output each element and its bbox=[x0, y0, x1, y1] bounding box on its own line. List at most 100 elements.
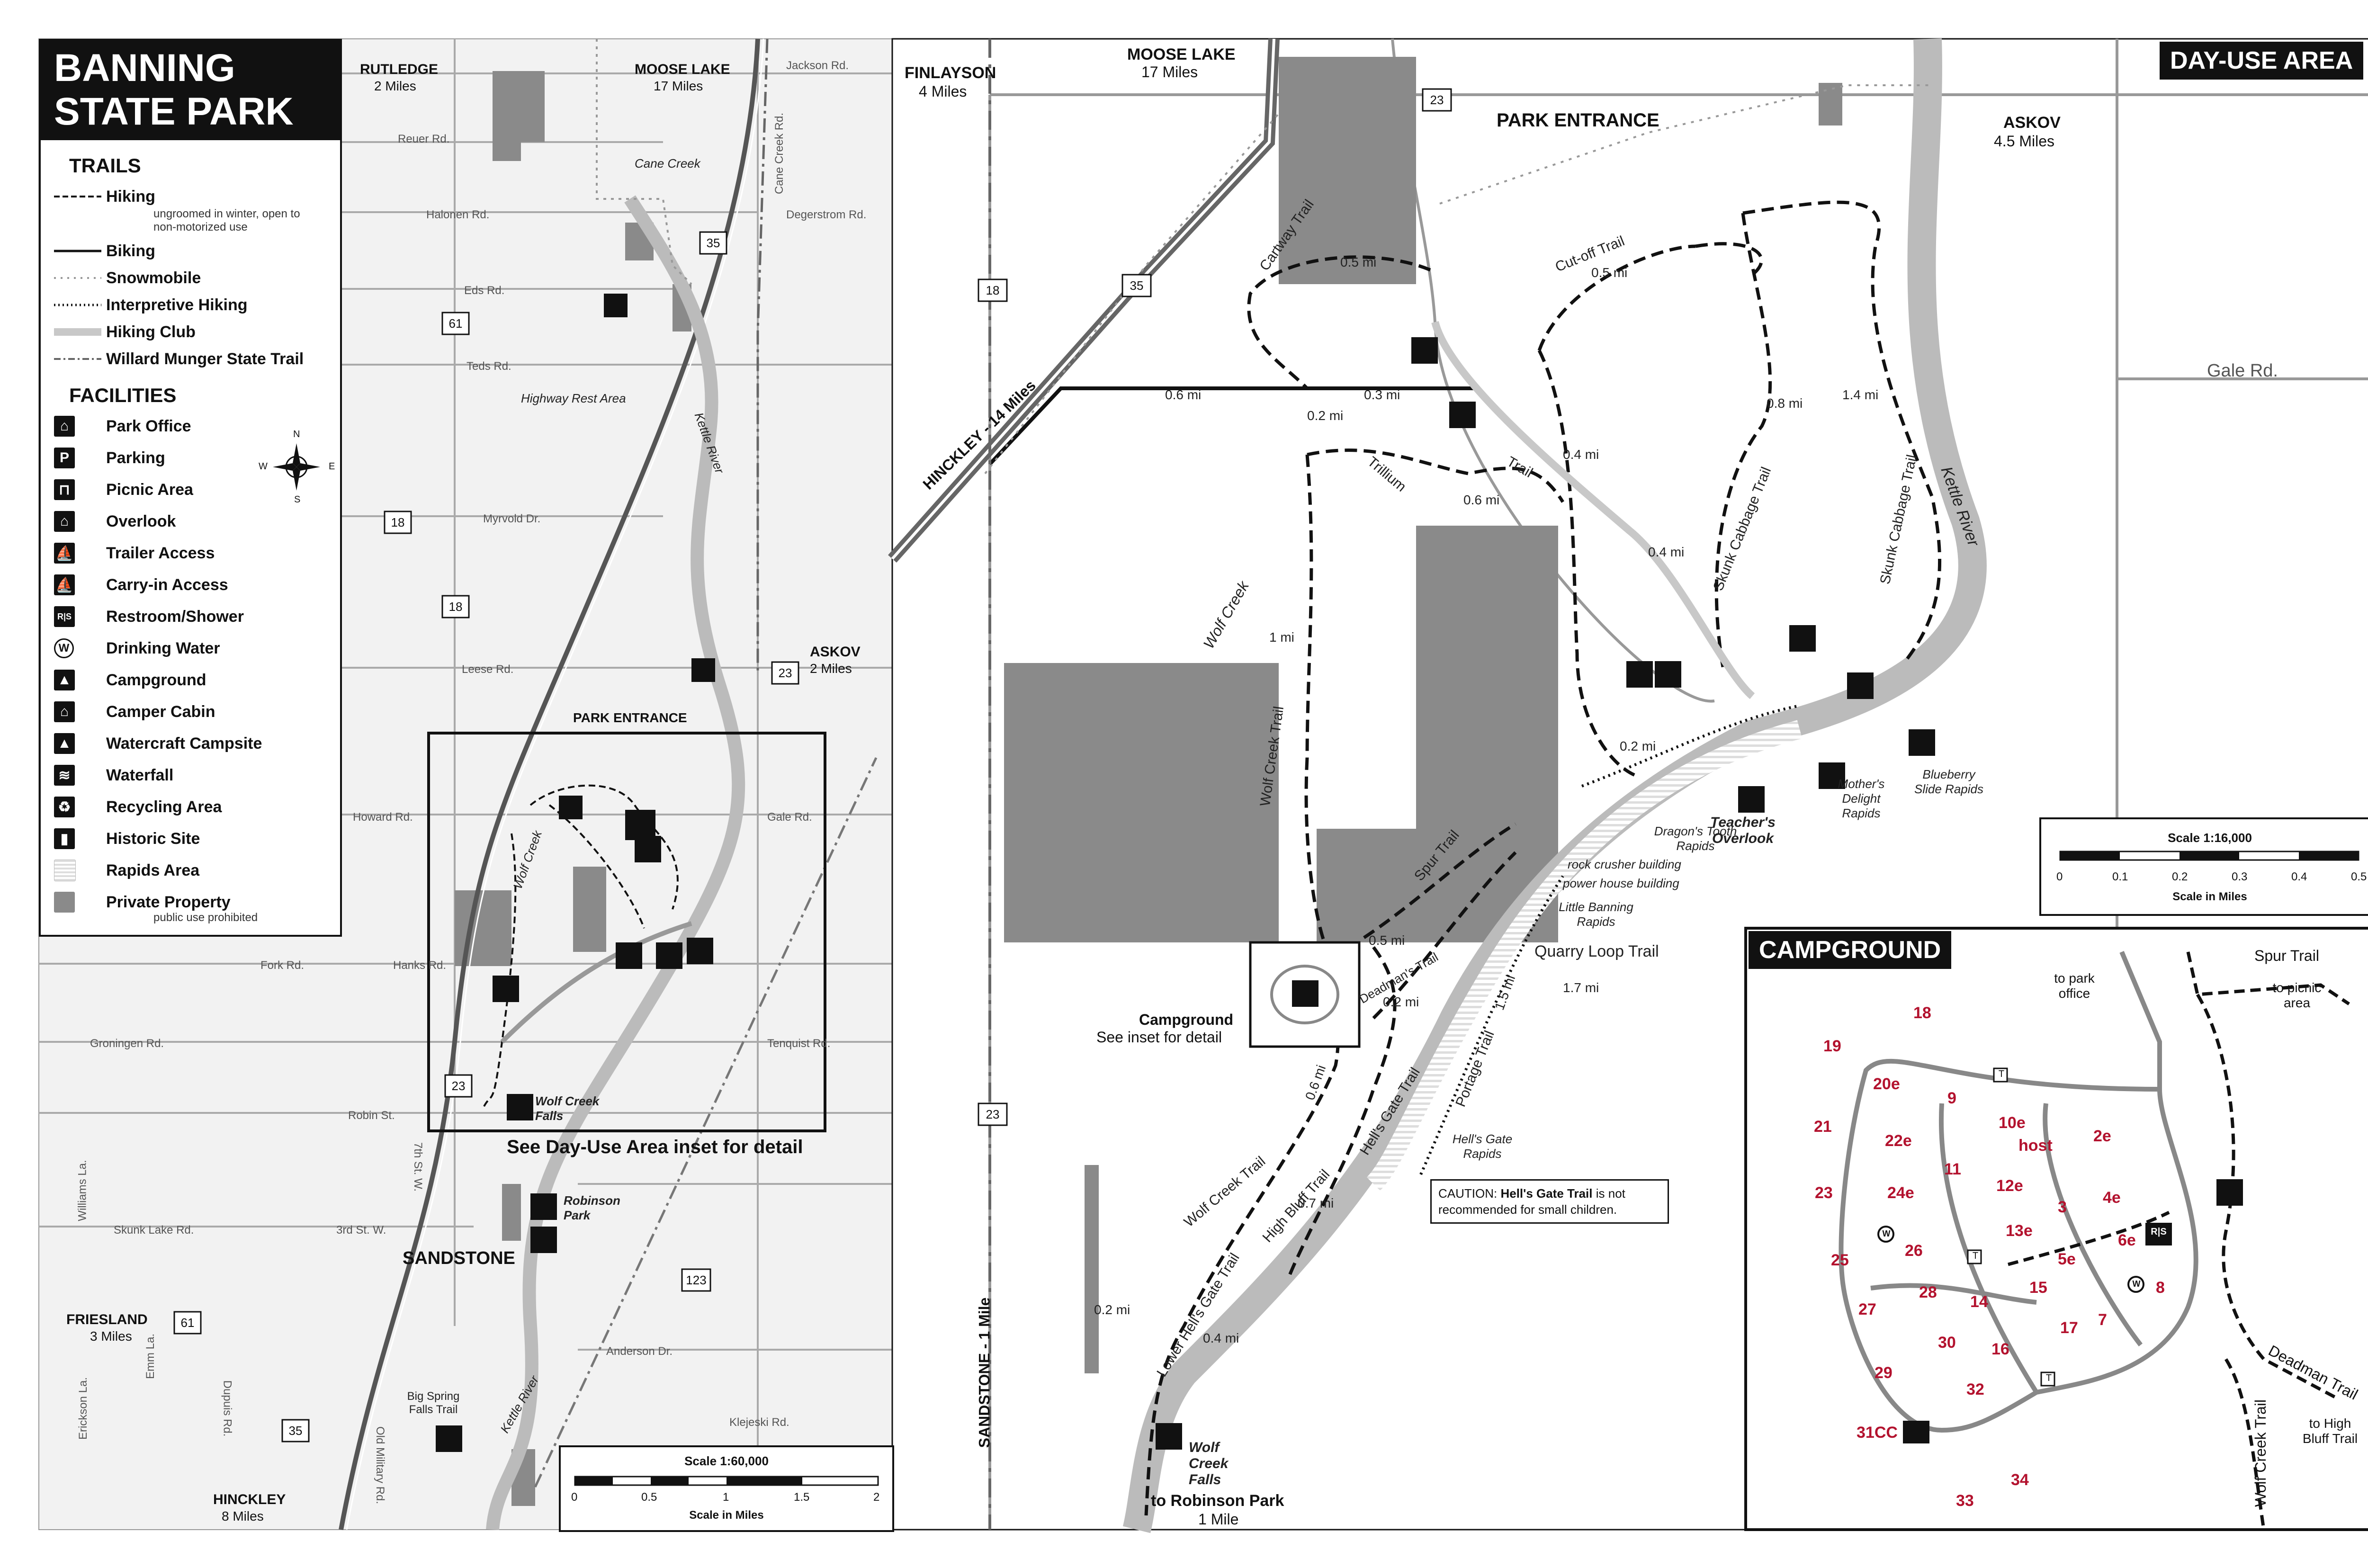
overview-see-inset: See Day-Use Area inset for detail bbox=[507, 1137, 803, 1157]
day-use-moose-lake-dist: 17 Miles bbox=[1141, 63, 1198, 81]
dist-05-spur: 0.5 mi bbox=[1369, 933, 1405, 948]
dist-08: 0.8 mi bbox=[1767, 396, 1803, 411]
overview-route-shields bbox=[173, 231, 799, 1443]
overview-sandstone: SANDSTONE bbox=[403, 1248, 515, 1268]
dist-02-interp: 0.2 mi bbox=[1620, 739, 1656, 753]
dist-trillium: 0.6 mi bbox=[1463, 493, 1500, 507]
campsite-30: 30 bbox=[1938, 1334, 1956, 1352]
legend-private-property-sub: public use prohibited bbox=[153, 911, 258, 924]
overview-big-spring-falls-trail: Big Spring Falls Trail bbox=[407, 1390, 460, 1416]
overview-friesland-dist: 3 Miles bbox=[90, 1329, 132, 1344]
legend-overlook: ⌂Overlook bbox=[54, 508, 176, 535]
campsite-25: 25 bbox=[1831, 1251, 1849, 1269]
dist-07: 0.7 mi bbox=[1298, 1196, 1334, 1210]
restroom-shower-icon: R|S bbox=[54, 606, 75, 627]
overlook-icon: ⌂ bbox=[54, 511, 75, 532]
day-use-finlayson-dist: 4 Miles bbox=[919, 83, 967, 100]
road-klejeski: Klejeski Rd. bbox=[729, 1416, 789, 1429]
road-anderson: Anderson Dr. bbox=[606, 1345, 673, 1358]
picnic-icon: ⊓ bbox=[54, 479, 75, 500]
campsite-2e: 2e bbox=[2093, 1127, 2111, 1145]
dist-04-b: 0.4 mi bbox=[1648, 545, 1685, 559]
day-use-scale-bar bbox=[2059, 851, 2359, 861]
day-use-finlayson: FINLAYSON bbox=[905, 64, 996, 82]
legend-recycling: ♻Recycling Area bbox=[54, 793, 222, 821]
route-123: 123 bbox=[686, 1273, 707, 1287]
dashed-line-icon bbox=[54, 196, 101, 197]
campsite-7: 7 bbox=[2098, 1311, 2107, 1329]
day-use-facility-icons bbox=[1156, 337, 1935, 1450]
toilet-icon: T bbox=[1998, 1069, 2005, 1079]
campsite-9: 9 bbox=[1947, 1089, 1956, 1107]
gray-band-icon bbox=[54, 328, 101, 336]
road-leese: Leese Rd. bbox=[462, 663, 514, 676]
restroom-shower-icon-cg: R|S bbox=[2151, 1227, 2167, 1237]
dist-cut-off: 0.5 mi bbox=[1591, 265, 1628, 280]
day-use-sandstone: SANDSTONE - 1 Mile bbox=[976, 1297, 993, 1448]
overview-robinson-park: Robinson Park bbox=[564, 1193, 620, 1222]
campsite-34: 34 bbox=[2011, 1471, 2029, 1489]
overview-highway-rest-area: Highway Rest Area bbox=[521, 391, 626, 405]
overview-cane-creek: Cane Creek bbox=[635, 156, 700, 170]
campsite-20e: 20e bbox=[1873, 1075, 1900, 1093]
day-use-power-house: power house building bbox=[1563, 876, 1679, 890]
route-23-east: 23 bbox=[778, 666, 792, 680]
legend-campground: ▲Campground bbox=[54, 666, 206, 694]
road-dupuis: Dupuis Rd. bbox=[221, 1380, 234, 1437]
legend-trailer-access: ⛵Trailer Access bbox=[54, 539, 215, 567]
overview-scale: Scale 1:60,000 0 0.5 1 1.5 2 Scale in Mi… bbox=[559, 1445, 894, 1532]
legend-park-office: ⌂Park Office bbox=[54, 412, 191, 440]
road-myrvold: Myrvold Dr. bbox=[483, 512, 541, 525]
day-use-tag: DAY-USE AREA bbox=[2160, 42, 2364, 80]
road-fork: Fork Rd. bbox=[260, 959, 305, 972]
campsite-26: 26 bbox=[1905, 1242, 1923, 1260]
day-use-park-entrance: PARK ENTRANCE bbox=[1497, 110, 1659, 131]
overview-park-entrance: PARK ENTRANCE bbox=[573, 710, 687, 725]
day-use-hells-gate-rapids: Hell's Gate Rapids bbox=[1452, 1132, 1513, 1161]
dist-1mi: 1 mi bbox=[1269, 630, 1294, 645]
day-use-dragons-tooth: Dragon's Tooth Rapids bbox=[1654, 824, 1737, 853]
private-property-icon bbox=[54, 892, 75, 913]
road-reuer: Reuer Rd. bbox=[398, 133, 450, 145]
campsite-31cc: 31CC bbox=[1857, 1424, 1898, 1442]
campsite-15: 15 bbox=[2029, 1279, 2047, 1297]
campsite-6e: 6e bbox=[2118, 1231, 2136, 1249]
dist-14: 1.4 mi bbox=[1842, 387, 1879, 402]
overview-moose-lake-dist: 17 Miles bbox=[654, 79, 703, 93]
campground-to-picnic-area: to picnic area bbox=[2272, 980, 2322, 1010]
legend-waterfall: ≋Waterfall bbox=[54, 762, 173, 789]
overview-hinckley-dist: 8 Miles bbox=[222, 1509, 264, 1523]
day-use-gale-rd: Gale Rd. bbox=[2207, 361, 2278, 381]
day-use-campground: Campground bbox=[1139, 1011, 1234, 1028]
campsite-12e: 12e bbox=[1996, 1177, 2023, 1195]
campsite-33: 33 bbox=[1956, 1492, 1974, 1510]
route-35-south: 35 bbox=[288, 1424, 303, 1438]
campsite-21: 21 bbox=[1814, 1118, 1832, 1136]
drinking-water-icon-1: W bbox=[1882, 1229, 1891, 1238]
campsite-32: 32 bbox=[1966, 1380, 1984, 1398]
park-title: BANNING STATE PARK bbox=[41, 41, 340, 140]
day-use-scale: Scale 1:16,000 0 0.1 0.2 0.3 0.4 0.5 Sca… bbox=[2039, 817, 2368, 916]
road-emm: Emm La. bbox=[144, 1333, 157, 1380]
rapids-icon bbox=[54, 860, 76, 881]
campsite-14: 14 bbox=[1970, 1293, 1988, 1311]
campground-inset bbox=[1744, 927, 2368, 1531]
plus-line-icon bbox=[54, 277, 101, 279]
campsite-24e: 24e bbox=[1887, 1184, 1914, 1202]
road-cane-creek: Cane Creek Rd. bbox=[773, 112, 786, 195]
route-61: 61 bbox=[448, 316, 463, 331]
recycling-icon: ♻ bbox=[54, 797, 75, 817]
day-use-mothers-delight: Mother's Delight Rapids bbox=[1838, 777, 1885, 820]
overview-rutledge: RUTLEDGE bbox=[360, 62, 438, 77]
dist-wolf-top: 0.2 mi bbox=[1307, 408, 1344, 423]
day-use-rock-crusher: rock crusher building bbox=[1568, 857, 1681, 871]
campsite-17: 17 bbox=[2060, 1319, 2078, 1337]
road-eds: Eds Rd. bbox=[464, 284, 505, 297]
campground-wolf-creek-trail: Wolf Creek Trail bbox=[2252, 1399, 2269, 1507]
road-jackson: Jackson Rd. bbox=[786, 59, 849, 72]
route-18: 18 bbox=[391, 515, 405, 529]
day-use-robinson-park: to Robinson Park bbox=[1151, 1492, 1284, 1510]
day-use-robinson-park-dist: 1 Mile bbox=[1198, 1511, 1239, 1528]
